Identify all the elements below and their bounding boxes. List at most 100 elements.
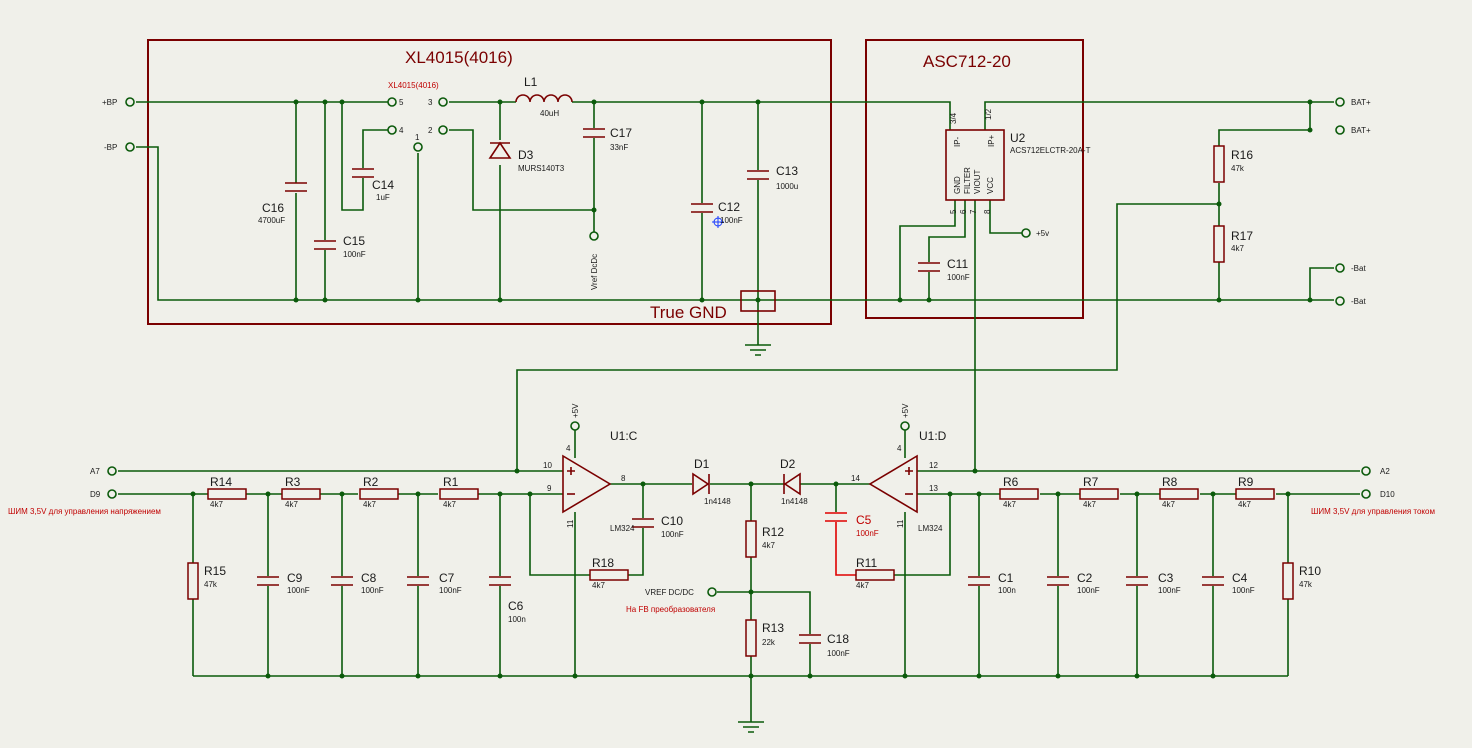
svg-text:R3: R3 [285, 475, 301, 489]
diode-d3 [488, 141, 512, 159]
svg-text:6: 6 [959, 209, 968, 214]
svg-text:C17: C17 [610, 126, 632, 140]
svg-text:C13: C13 [776, 164, 798, 178]
svg-text:100nF: 100nF [1158, 586, 1181, 595]
svg-text:8: 8 [983, 209, 992, 214]
svg-text:BAT+: BAT+ [1351, 126, 1371, 135]
svg-text:+BP: +BP [102, 98, 117, 107]
svg-text:XL4015(4016): XL4015(4016) [388, 81, 439, 90]
svg-text:R1: R1 [443, 475, 459, 489]
svg-text:100n: 100n [998, 586, 1016, 595]
opamp-signs [567, 467, 913, 495]
true-gnd-label: True GND [650, 303, 727, 322]
svg-text:A7: A7 [90, 467, 100, 476]
capacitor-c5 [825, 512, 847, 522]
svg-text:100nF: 100nF [720, 216, 743, 225]
resistor-r11 [855, 569, 895, 581]
svg-text:C9: C9 [287, 571, 303, 585]
svg-text:4: 4 [897, 444, 902, 453]
svg-text:C14: C14 [372, 178, 394, 192]
svg-text:C8: C8 [361, 571, 377, 585]
svg-text:+5V: +5V [901, 403, 910, 418]
svg-text:4k7: 4k7 [1162, 500, 1175, 509]
svg-text:33nF: 33nF [610, 143, 628, 152]
svg-text:1000u: 1000u [776, 182, 798, 191]
svg-text:VREF DC/DC: VREF DC/DC [645, 588, 694, 597]
inductor-l1 [515, 94, 573, 103]
svg-text:100nF: 100nF [1232, 586, 1255, 595]
svg-text:22k: 22k [762, 638, 776, 647]
svg-text:1n4148: 1n4148 [704, 497, 731, 506]
svg-text:100nF: 100nF [361, 586, 384, 595]
svg-text:C16: C16 [262, 201, 284, 215]
svg-text:1/2: 1/2 [984, 108, 993, 120]
opamp-u1d [868, 454, 918, 514]
svg-text:R18: R18 [592, 556, 614, 570]
top-labels: +BP -BP XL4015(4016) 5 4 3 2 1 L1 40uH D… [102, 75, 1371, 306]
svg-text:40uH: 40uH [540, 109, 559, 118]
svg-text:IP-: IP- [953, 136, 962, 147]
svg-text:1n4148: 1n4148 [781, 497, 808, 506]
resistors-v [187, 520, 1294, 657]
xl4015-title: XL4015(4016) [405, 48, 513, 67]
bottom-labels: A7 D9 A2 D10 ШИМ 3,5V для управления нап… [8, 403, 1435, 658]
svg-text:ШИМ 3,5V для управления напряж: ШИМ 3,5V для управления напряжением [8, 507, 161, 516]
svg-text:47k: 47k [1299, 580, 1313, 589]
svg-text:D2: D2 [780, 457, 796, 471]
svg-text:L1: L1 [524, 75, 538, 89]
svg-text:C2: C2 [1077, 571, 1093, 585]
svg-text:100nF: 100nF [287, 586, 310, 595]
cursor-marker-icon [712, 216, 724, 228]
svg-text:R6: R6 [1003, 475, 1019, 489]
svg-text:100nF: 100nF [947, 273, 970, 282]
svg-text:VCC: VCC [986, 177, 995, 194]
svg-text:C3: C3 [1158, 571, 1174, 585]
svg-text:-BP: -BP [104, 143, 117, 152]
svg-text:R17: R17 [1231, 229, 1253, 243]
svg-text:100nF: 100nF [439, 586, 462, 595]
true-gnd-jumper [740, 290, 776, 312]
svg-text:4k7: 4k7 [1238, 500, 1251, 509]
svg-text:IP+: IP+ [987, 134, 996, 147]
svg-text:C1: C1 [998, 571, 1014, 585]
top-pins[interactable] [125, 97, 1345, 306]
svg-text:R15: R15 [204, 564, 226, 578]
svg-text:R10: R10 [1299, 564, 1321, 578]
bottom-pins[interactable] [107, 421, 1371, 597]
svg-text:D9: D9 [90, 490, 101, 499]
svg-text:C6: C6 [508, 599, 524, 613]
svg-text:47k: 47k [1231, 164, 1245, 173]
bottom-junctions [190, 468, 1291, 679]
svg-text:LM324: LM324 [610, 524, 635, 533]
svg-text:4k7: 4k7 [210, 500, 223, 509]
svg-text:4k7: 4k7 [443, 500, 456, 509]
svg-text:D10: D10 [1380, 490, 1395, 499]
svg-text:5: 5 [399, 98, 404, 107]
resistor-r17 [1213, 225, 1225, 263]
top-wires [136, 101, 1334, 470]
svg-text:ШИМ 3,5V для управления током: ШИМ 3,5V для управления током [1311, 507, 1435, 516]
svg-text:R12: R12 [762, 525, 784, 539]
svg-text:4k7: 4k7 [1231, 244, 1244, 253]
svg-text:-Bat: -Bat [1351, 264, 1366, 273]
svg-text:100nF: 100nF [856, 529, 879, 538]
resistors-h [207, 488, 1275, 581]
svg-text:4700uF: 4700uF [258, 216, 285, 225]
svg-text:U1:D: U1:D [919, 429, 947, 443]
svg-text:C11: C11 [947, 257, 968, 271]
svg-text:1: 1 [415, 133, 420, 142]
svg-text:R9: R9 [1238, 475, 1254, 489]
bottom-wires [118, 430, 1360, 733]
u2-chip [945, 129, 1005, 201]
svg-text:R16: R16 [1231, 148, 1253, 162]
top-junctions [293, 99, 1313, 303]
svg-text:MURS140T3: MURS140T3 [518, 164, 565, 173]
svg-text:4k7: 4k7 [1003, 500, 1016, 509]
opamp-u1c [562, 454, 612, 514]
svg-text:ACS712ELCTR-20A-T: ACS712ELCTR-20A-T [1010, 146, 1091, 155]
svg-text:U2: U2 [1010, 131, 1026, 145]
svg-text:На FB преобразователя: На FB преобразователя [626, 605, 715, 614]
svg-text:9: 9 [547, 484, 552, 493]
svg-text:10: 10 [543, 461, 552, 470]
